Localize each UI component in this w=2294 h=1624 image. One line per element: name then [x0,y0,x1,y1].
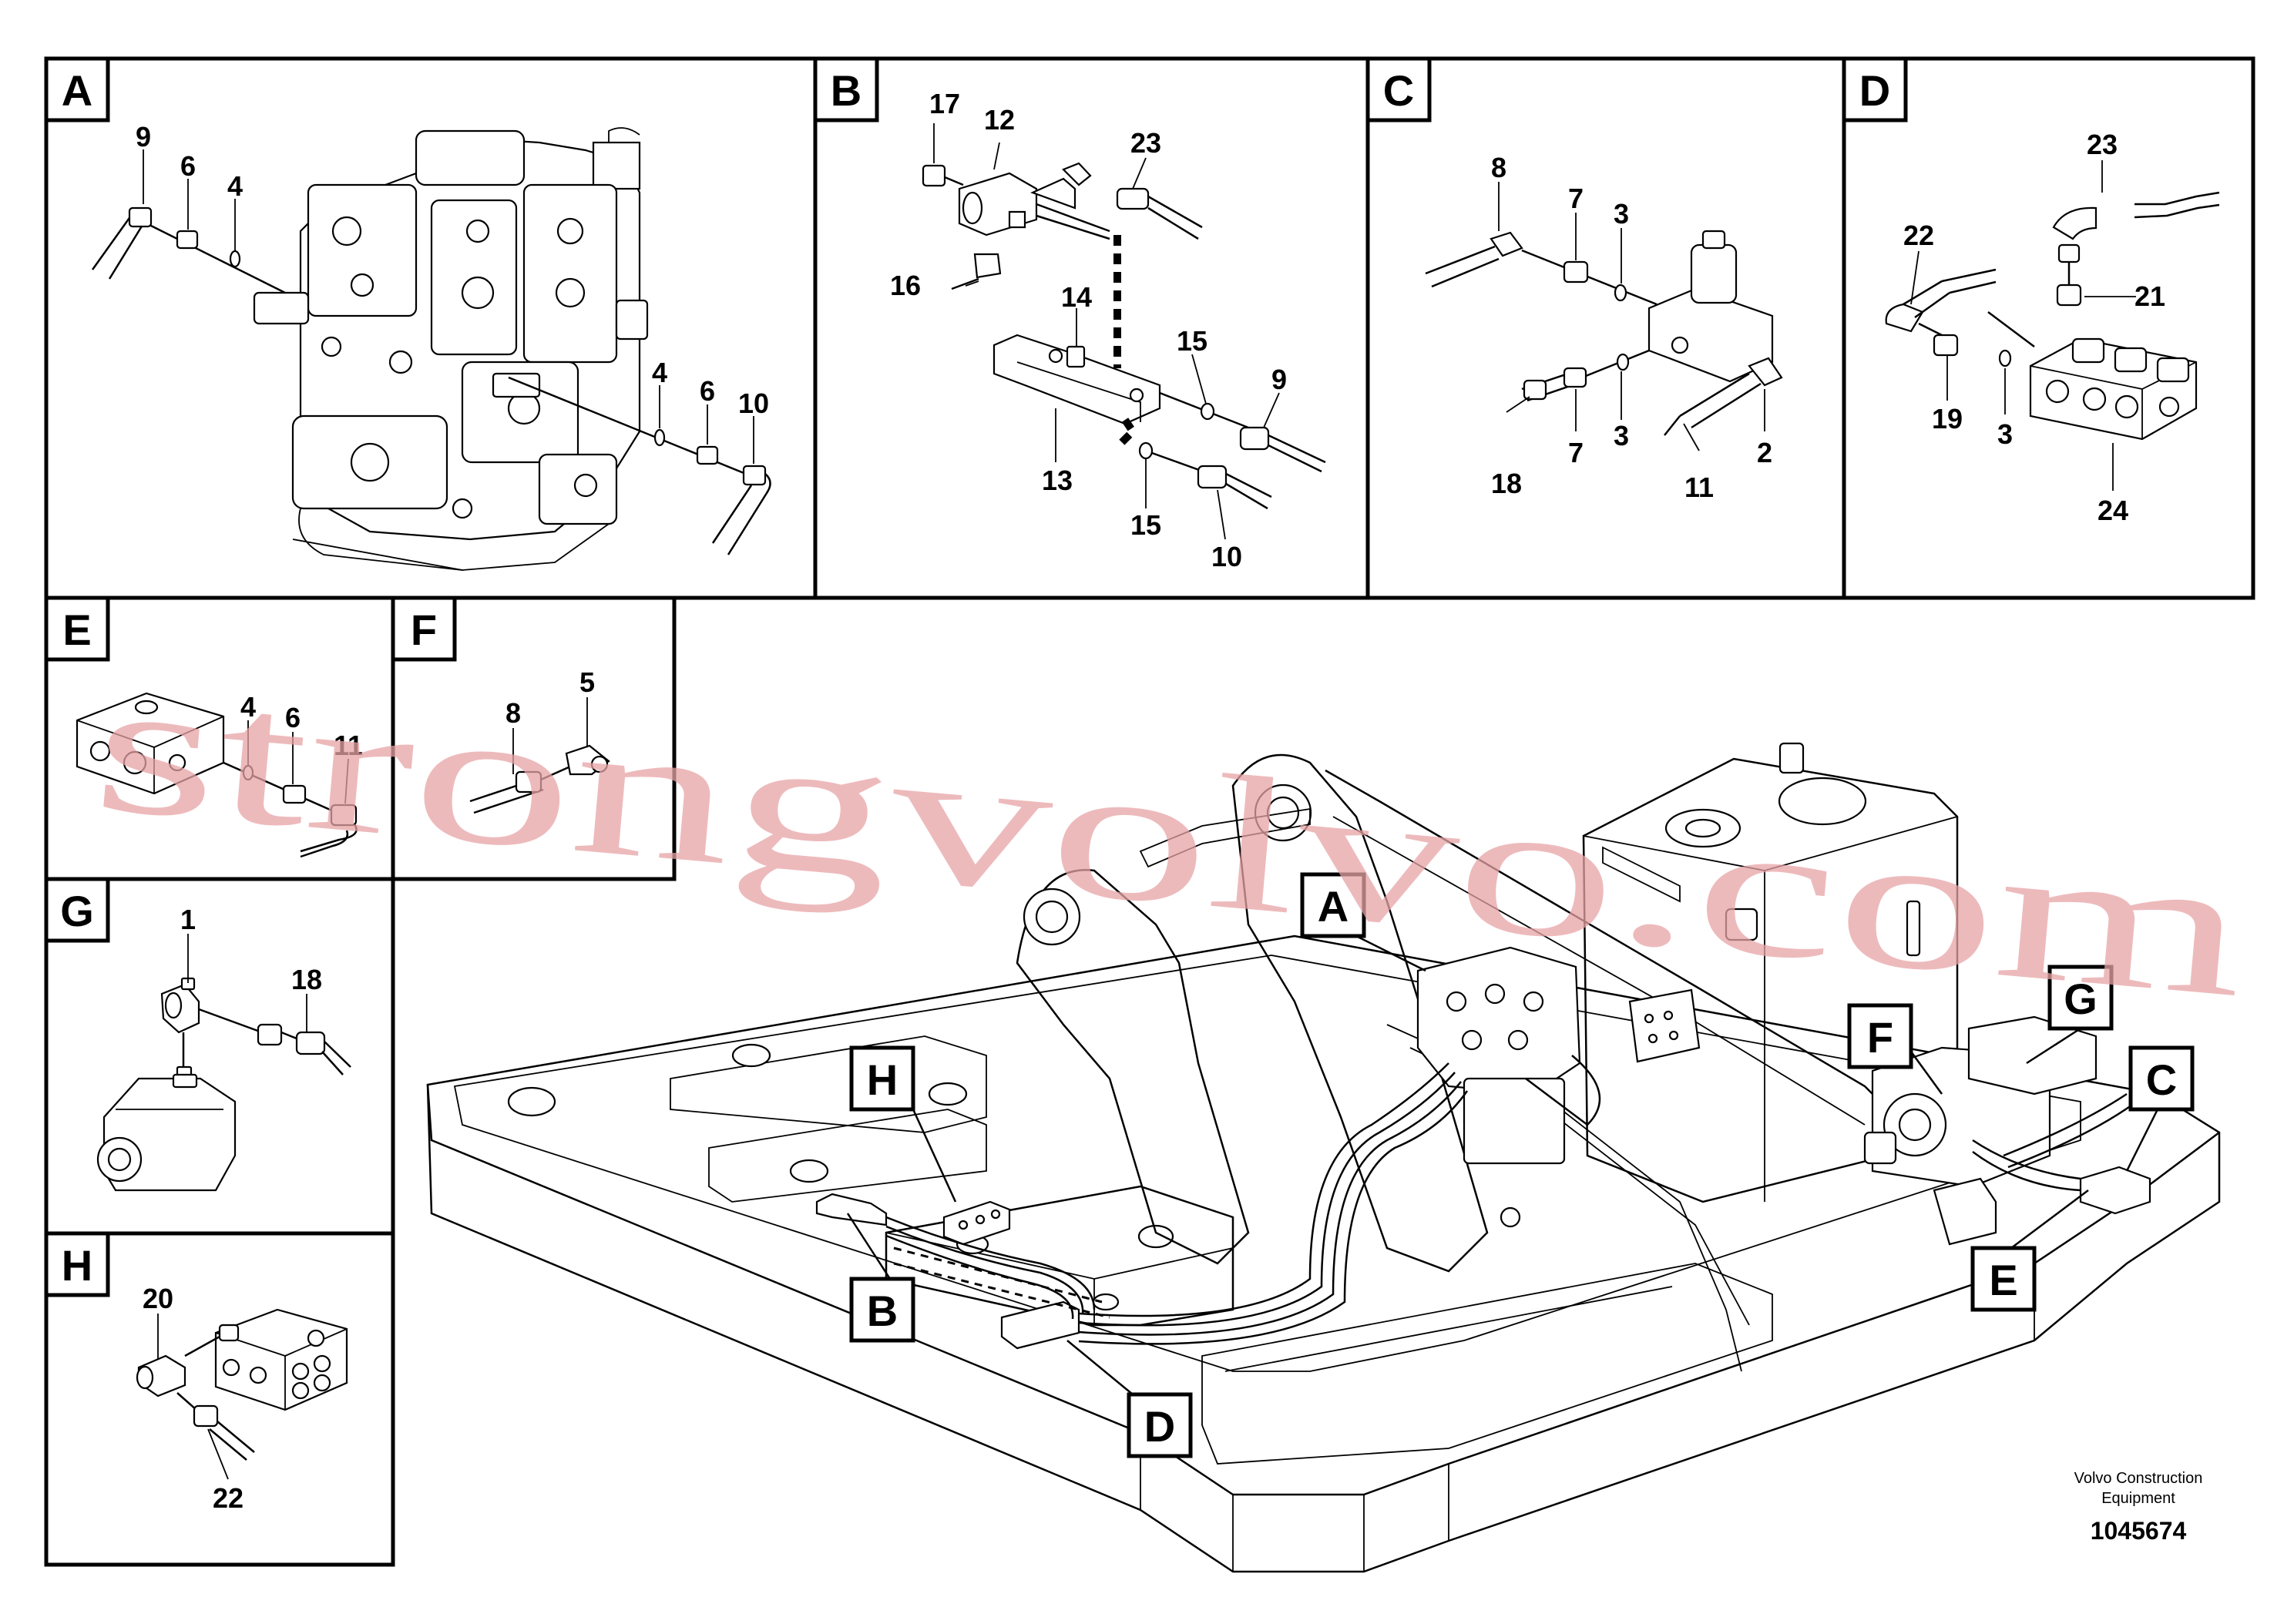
panel-h: H 20 22 [44,1231,348,1514]
panel-b-label: 17 [929,88,960,119]
panel-g-parts [96,934,351,1192]
panel-e-tag: E [62,606,91,654]
panel-g-tag: G [60,887,94,935]
overview-callouts: A H B D F G C E [849,872,2195,1458]
panel-g: G 1 18 [44,877,351,1192]
panel-f: F 8 5 [391,596,610,814]
panel-h-label: 22 [213,1482,244,1514]
callout-g: G [2064,975,2098,1023]
panel-a-label: 9 [136,121,151,153]
panel-c-label: 3 [1614,420,1629,451]
callout-c: C [2146,1055,2177,1104]
panel-d-parts [1885,160,2220,491]
panel-d-label: 19 [1932,403,1963,435]
panel-d-tag: D [1859,66,1890,115]
panel-c-parts [1425,182,1783,451]
panel-c-label: 2 [1757,437,1772,468]
callout-d: D [1144,1402,1175,1451]
footer-company-line1: Volvo Construction [2074,1470,2203,1487]
panel-a-label: 4 [227,170,243,202]
panel-b-parts [922,123,1326,540]
panel-d-label: 3 [1997,418,2013,450]
panel-d-label: 23 [2087,129,2118,160]
panel-f-tag: F [411,606,437,654]
panel-a-label: 4 [652,357,667,388]
panel-b-label: 10 [1211,541,1242,572]
panel-a-tag: A [62,66,92,115]
panel-d-label: 21 [2134,280,2165,312]
callout-b: B [867,1287,898,1335]
panel-b-label: 15 [1130,509,1161,541]
panel-f-label: 8 [505,697,521,729]
panel-c-tag: C [1383,66,1414,115]
callout-e: E [1989,1256,2017,1304]
panel-e-label: 4 [240,691,256,723]
panel-c-label: 3 [1614,198,1629,230]
panel-b-label: 13 [1042,465,1073,496]
panel-e-label: 11 [334,730,363,761]
panel-a: A [44,56,771,571]
panel-d-label: 24 [2098,495,2128,526]
panel-a-label: 10 [738,388,769,419]
panel-e: E 4 6 11 [44,596,363,858]
panel-f-parts [469,697,610,814]
panel-d-label: 22 [1903,220,1934,251]
panel-a-fittings [91,149,771,555]
control-valve-illustration [253,127,649,571]
panel-f-label: 5 [579,666,595,698]
panel-b: B [813,56,1326,572]
panel-c-label: 11 [1684,471,1714,503]
panel-b-label: 15 [1177,325,1207,357]
overview-machine-frame [426,742,2221,1573]
callout-h: H [867,1055,898,1104]
panel-c-label: 8 [1491,152,1506,183]
panel-c-label: 18 [1491,468,1522,499]
panel-e-label: 6 [285,702,301,733]
panel-c-label: 7 [1568,437,1584,468]
footer: Volvo Construction Equipment 1045674 [2074,1470,2203,1545]
panel-a-label: 6 [180,150,196,182]
panel-h-label: 20 [143,1283,173,1314]
panel-g-label: 1 [180,904,196,935]
callout-f: F [1867,1013,1893,1062]
callout-a: A [1318,882,1349,931]
watermark: strongvolvo.com [86,637,2254,1038]
panel-h-parts [136,1308,348,1480]
panel-c: C [1365,56,1783,503]
panel-g-label: 18 [291,964,322,995]
panel-e-parts [76,692,358,858]
panel-b-label: 9 [1271,364,1287,395]
panel-b-label: 16 [890,270,921,301]
panel-c-label: 7 [1568,183,1584,214]
panel-h-tag: H [62,1241,92,1290]
panel-b-label: 14 [1061,281,1092,313]
panel-d: D [1842,56,2220,526]
panel-b-label: 23 [1130,127,1161,159]
panel-b-tag: B [831,66,862,115]
panel-frames [44,56,2255,1567]
document-number: 1045674 [2091,1517,2187,1545]
panel-b-label: 12 [984,104,1015,136]
panel-a-label: 6 [700,375,715,407]
footer-company-line2: Equipment [2101,1490,2175,1507]
